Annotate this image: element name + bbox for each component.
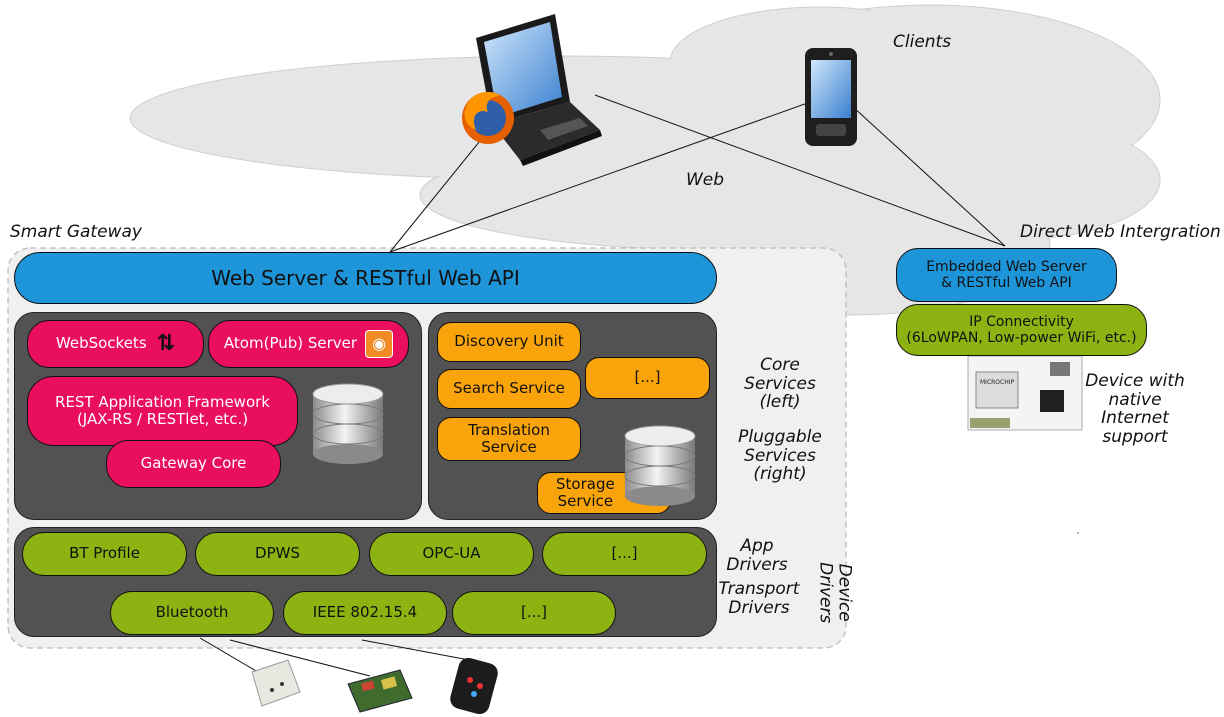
app-drivers-label: App Drivers [726,536,788,575]
app-driver-opc-ua: OPC-UA [369,532,534,576]
rest-framework-box: REST Application Framework (JAX-RS / RES… [27,376,298,446]
transport-driver-ieee: IEEE 802.15.4 [283,591,447,635]
firefox-icon [462,92,514,144]
web-label: Web [686,170,725,190]
device-drivers-label: Device Drivers [816,562,855,624]
sensor-device-icon [251,659,301,707]
sun-spot-icon [450,657,498,715]
laptop-icon [476,14,602,166]
search-service-box: Search Service [437,369,581,409]
circuit-board-icon [347,669,413,713]
app-driver-dpws: DPWS [195,532,360,576]
transport-drivers-label: Transport Drivers [718,579,800,618]
database-icon [624,425,696,506]
gateway-core-box: Gateway Core [106,440,281,488]
direct-web-label: Direct Web Intergration [1020,222,1221,242]
app-driver-ellipsis: [...] [542,532,707,576]
web-server-api-banner: Web Server & RESTful Web API [14,252,717,304]
rss-icon: ◉ [365,330,394,358]
svg-text:MICROCHIP: MICROCHIP [980,379,1014,386]
atompub-box: Atom(Pub) Server ◉ [208,320,409,368]
database-icon [312,383,384,464]
embedded-web-server-box: Embedded Web Server & RESTful Web API [896,248,1117,302]
svg-text:`: ` [1076,531,1081,543]
transport-driver-ellipsis: [...] [452,591,616,635]
discovery-unit-box: Discovery Unit [437,322,581,362]
websockets-label: WebSockets [55,334,147,353]
pluggable-ellipsis-box: [...] [585,357,710,399]
transport-driver-bluetooth: Bluetooth [110,591,274,635]
translation-service-box: Translation Service [437,417,581,461]
websocket-icon: ⇅ [156,331,176,357]
clients-label: Clients [893,32,952,52]
smartphone-icon [805,48,857,146]
smart-gateway-label: Smart Gateway [10,222,142,242]
atompub-label: Atom(Pub) Server [223,334,358,353]
ip-connectivity-box: IP Connectivity (6LoWPAN, Low-power WiFi… [896,304,1147,356]
device-native-label: Device with native Internet support [1085,371,1185,448]
storage-service-label: Storage Service [556,474,615,510]
pluggable-services-label: Pluggable Services (right) [738,427,822,485]
app-driver-bt-profile: BT Profile [22,532,187,576]
websockets-box: WebSockets ⇅ [27,320,204,368]
microchip-board-icon: MICROCHIP [967,355,1083,431]
core-services-label: Core Services (left) [744,355,816,413]
